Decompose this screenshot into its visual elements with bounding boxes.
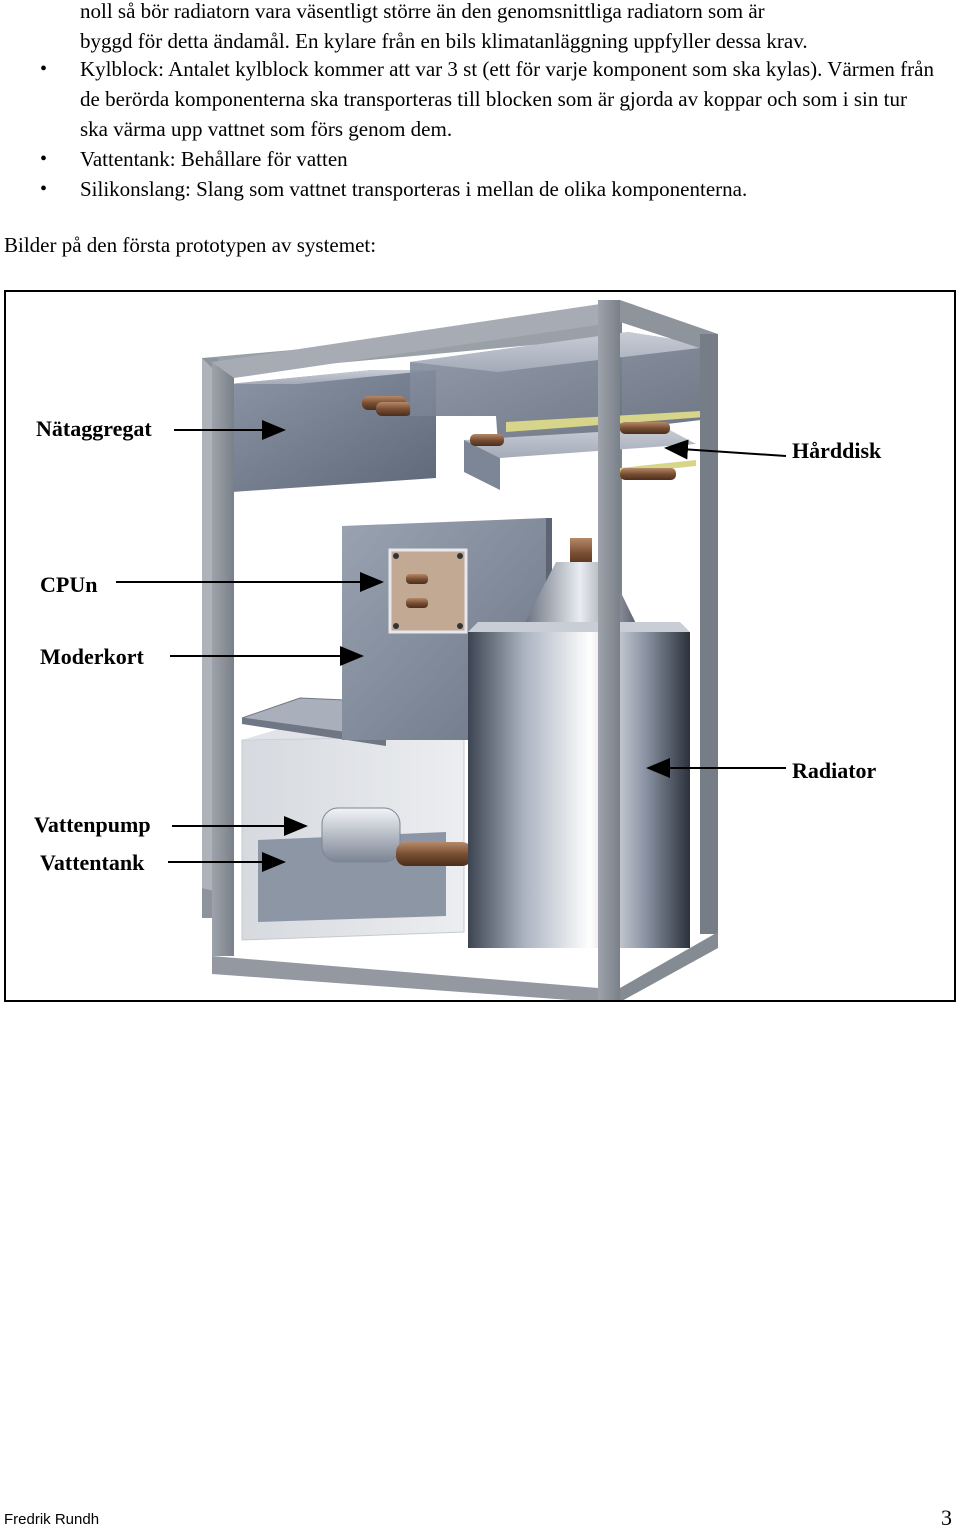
label-mobo: Moderkort — [40, 644, 144, 669]
bullet-kylblock: Kylblock: Antalet kylblock kommer att va… — [0, 54, 940, 144]
prototype-figure: Nätaggregat Hårddisk CPUn Moderkort Radi… — [4, 290, 956, 1002]
paragraph-line-2: byggd för detta ändamål. En kylare från … — [80, 29, 808, 53]
label-radiator: Radiator — [792, 758, 877, 783]
component-list: Kylblock: Antalet kylblock kommer att va… — [0, 54, 940, 204]
figure-intro: Bilder på den första prototypen av syste… — [4, 233, 377, 257]
bullet-vattentank: Vattentank: Behållare för vatten — [0, 144, 940, 174]
footer-author: Fredrik Rundh — [4, 1511, 100, 1528]
water-pump — [321, 807, 472, 866]
label-arrows — [116, 420, 787, 872]
label-hdd: Hårddisk — [792, 438, 882, 463]
label-psu: Nätaggregat — [36, 416, 152, 441]
hard-disks — [410, 332, 718, 490]
bullet-silikonslang: Silikonslang: Slang som vattnet transpor… — [0, 174, 940, 204]
label-tank: Vattentank — [40, 850, 145, 875]
page-number: 3 — [941, 1505, 952, 1530]
case-front-frame — [202, 300, 718, 1000]
power-supply — [230, 370, 436, 492]
paragraph-line-1: noll så bör radiatorn vara väsentligt st… — [80, 0, 765, 23]
cpu-block — [388, 548, 468, 634]
prototype-render — [116, 300, 787, 1000]
label-cpu: CPUn — [40, 572, 98, 597]
label-pump: Vattenpump — [34, 812, 151, 837]
